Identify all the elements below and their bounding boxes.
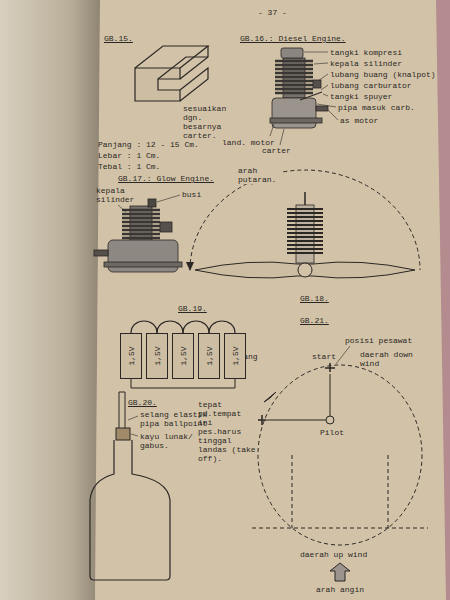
direction-label: arah putaran. (238, 166, 283, 184)
part-label: kepala silinder (96, 186, 138, 204)
part-label: lubang buang (knalpot) (330, 70, 436, 79)
cell-voltage: 1,5V (179, 346, 188, 365)
part-label: lubang carburator (330, 81, 412, 90)
part-label: carter (262, 146, 291, 155)
figure-number: GB.18. (300, 294, 329, 303)
battery-cell: 1,5V (224, 333, 246, 379)
position-label: posisi pesawat (345, 336, 412, 345)
dimension: Tebal : 1 Cm. (98, 162, 160, 171)
figure-number: GB.16.: Diesel Engine. (240, 34, 346, 43)
figure-number: GB.15. (104, 34, 133, 43)
part-label: land. motor (222, 138, 275, 147)
page-number: - 37 - (258, 8, 287, 17)
region-label: daerah up wind (300, 550, 367, 559)
battery-cell: 1,5V (120, 333, 142, 379)
note: tepat pd.tempat ini pes.harus tinggal la… (198, 400, 256, 463)
cell-voltage: 1,5V (205, 346, 214, 365)
note: sesuaikan dgn. besarnya carter. (183, 104, 245, 140)
series-wire (183, 321, 209, 333)
figure-number: GB.21. (300, 316, 329, 325)
figure-number: GB.20. (128, 398, 157, 407)
series-wire (157, 321, 183, 333)
dimension: Lebar : 1 Cm. (98, 151, 160, 160)
position-label: start (312, 352, 336, 361)
battery-cell: 1,5V (172, 333, 194, 379)
cell-voltage: 1,5V (153, 346, 162, 365)
part-label: tangki spuyer (330, 92, 392, 101)
cell-voltage: 1,5V (127, 346, 136, 365)
dimension: Panjang : 12 - 15 Cm. (98, 140, 199, 149)
cell-voltage: 1,5V (231, 346, 240, 365)
part-label: as motor (340, 116, 378, 125)
figure-number: GB.19. (178, 304, 207, 313)
part-label: kepala silinder (330, 59, 402, 68)
series-wire (131, 321, 157, 333)
figure-number: GB.17.: Glow Engine. (118, 174, 214, 183)
part-label: tangki kompresi (330, 48, 402, 57)
position-label: Pilot (320, 428, 344, 437)
battery-cell: 1,5V (198, 333, 220, 379)
direction-label: arah angin (316, 585, 364, 594)
part-label: kayu lunak/ gabus. (140, 432, 200, 450)
battery-cell: 1,5V (146, 333, 168, 379)
part-label: pipa masuk carb. (338, 103, 415, 112)
region-label: daerah down wind (360, 350, 420, 368)
part-label: busi (182, 190, 201, 199)
series-wire (209, 321, 235, 333)
